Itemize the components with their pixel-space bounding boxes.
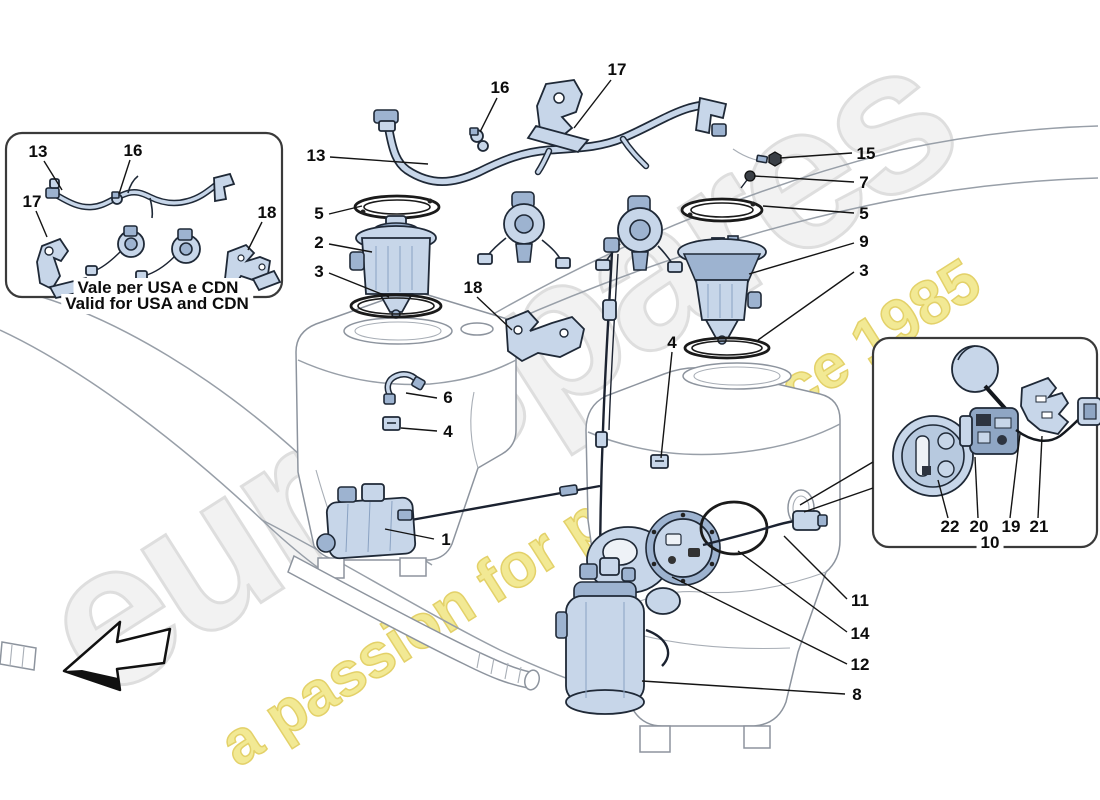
o-ring-3-left [349, 293, 443, 319]
direction-arrow [62, 620, 172, 692]
leader-line [974, 456, 979, 519]
leader-line [671, 576, 848, 665]
leader-line [328, 205, 363, 215]
callout-main-4-2[interactable]: 2 [314, 233, 324, 252]
leader-line [757, 271, 855, 341]
callout-main-9-1[interactable]: 1 [441, 530, 451, 549]
wiring-harness [595, 237, 620, 579]
callout-main-5-3[interactable]: 3 [314, 262, 324, 281]
callout-usa-cdn-2-17[interactable]: 17 [22, 192, 42, 211]
callout-main-10-15[interactable]: 15 [856, 144, 876, 163]
nut-15 [768, 151, 782, 167]
callout-main-13-9[interactable]: 9 [859, 232, 869, 251]
callout-main-17-14[interactable]: 14 [850, 624, 870, 643]
callout-main-8-4[interactable]: 4 [443, 422, 453, 441]
callout-main-14-3[interactable]: 3 [859, 261, 869, 280]
vent-elbow-6 [383, 371, 426, 405]
callout-main-15-4[interactable]: 4 [667, 333, 677, 352]
callout-filler-cap-0-22[interactable]: 22 [940, 517, 960, 536]
leader-line [479, 97, 498, 133]
inset-filler-cap [871, 336, 1100, 549]
fuel-sender-unit-9 [677, 235, 767, 345]
callout-main-6-18[interactable]: 18 [463, 278, 483, 297]
leader-line [35, 210, 48, 238]
callout-usa-cdn-0-13[interactable]: 13 [28, 142, 48, 161]
leader-line [753, 175, 855, 183]
fuel-hose-13 [373, 96, 728, 186]
fuel-pump-8 [555, 557, 681, 715]
callout-main-12-5[interactable]: 5 [859, 204, 869, 223]
callout-filler-cap-2-19[interactable]: 19 [1001, 517, 1021, 536]
callout-main-18-12[interactable]: 12 [850, 655, 870, 674]
leader-line [328, 243, 373, 253]
canister-pump-1 [316, 483, 601, 560]
gasket-ring-5-left [353, 194, 441, 220]
callout-main-7-6[interactable]: 6 [443, 388, 453, 407]
fuel-pump-module-2 [349, 215, 437, 319]
bracket-17 [526, 79, 590, 154]
callout-filler-cap-3-21[interactable]: 21 [1029, 517, 1049, 536]
corrugated-pipe [0, 554, 540, 691]
leader-line [803, 487, 874, 513]
sensor-4-left [382, 416, 401, 431]
callout-main-19-8[interactable]: 8 [852, 685, 862, 704]
leader-line [937, 479, 949, 519]
o-ring-3-right [683, 336, 771, 360]
bracket-18 [505, 309, 585, 363]
hp-pump-left [477, 191, 571, 269]
callout-main-11-7[interactable]: 7 [859, 173, 869, 192]
filler-connector-wire [702, 510, 828, 547]
callout-usa-cdn-3-18[interactable]: 18 [257, 203, 277, 222]
gasket-ring-5-right [680, 197, 764, 223]
leader-line [641, 680, 846, 695]
leader-line [247, 221, 263, 251]
leader-line [329, 156, 429, 165]
leader-line [1009, 433, 1021, 519]
leader-line [476, 296, 513, 331]
leader-line [384, 528, 435, 540]
leader-line [573, 79, 612, 129]
leader-line [405, 392, 438, 399]
hose-elbow-connector [695, 96, 728, 135]
callout-usa-cdn-1-16[interactable]: 16 [123, 141, 143, 160]
leader-line [799, 461, 874, 506]
inset-usa-cdn [4, 131, 284, 300]
leader-line [748, 242, 855, 275]
clamp-16 [469, 127, 489, 152]
callout-main-0-16[interactable]: 16 [490, 78, 510, 97]
sensor-4-right [650, 454, 669, 469]
leader-line [762, 205, 855, 214]
leader-lines [35, 79, 1043, 695]
leader-line [779, 152, 853, 159]
leader-line [400, 427, 438, 432]
leader-line [783, 535, 848, 600]
leader-line [660, 351, 673, 459]
leader-line [737, 550, 848, 633]
leader-line [118, 159, 131, 195]
hp-pump-right [595, 195, 683, 273]
callout-main-3-5[interactable]: 5 [314, 204, 324, 223]
callout-main-1-17[interactable]: 17 [607, 60, 627, 79]
callout-main-16-11[interactable]: 11 [851, 591, 869, 610]
leader-line [328, 272, 390, 298]
callout-filler-cap-1-20[interactable]: 20 [969, 517, 989, 536]
leader-line [1037, 435, 1043, 519]
filler-flange-14 [645, 510, 721, 586]
leader-line [43, 160, 63, 191]
callout-main-2-13[interactable]: 13 [306, 146, 326, 165]
